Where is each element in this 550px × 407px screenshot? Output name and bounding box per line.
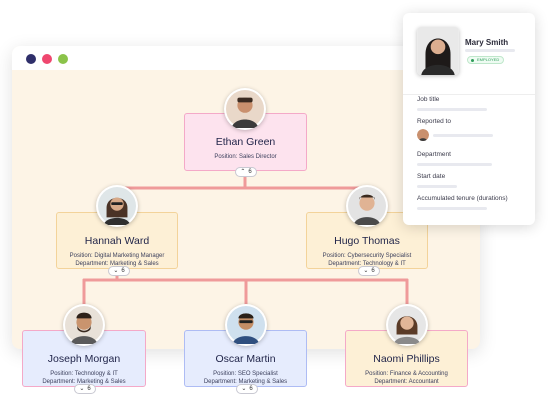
minimize-window-dot[interactable] [42,54,52,64]
chevron-down-icon: ⌄ [79,386,85,392]
employee-department: Department: Accountant [374,379,439,385]
avatar-mary-smith [417,27,459,75]
reports-toggle-joseph[interactable]: ⌄ 6 [74,384,96,394]
avatar-oscar-martin [225,304,267,346]
status-badge: EMPLOYED [467,56,505,64]
employee-position: Position: Technology & IT [50,371,118,377]
field-value-placeholder [417,108,487,111]
employee-department: Department: Technology & IT [328,261,406,267]
field-label-start-date: Start date [417,173,446,180]
employee-position: Position: Cybersecurity Specialist [322,253,412,259]
avatar-hannah-ward [96,185,138,227]
window-titlebar [12,46,480,70]
employee-name: Hannah Ward [84,235,150,247]
avatar-joseph-morgan [63,304,105,346]
org-card-ethan-green[interactable]: Ethan Green Position: Sales Director [184,113,307,171]
employee-position: Position: Finance & Accounting [365,371,448,377]
employee-name: Naomi Phillips [373,353,440,365]
employee-position: Position: Sales Director [214,154,277,160]
reports-toggle-ethan[interactable]: ⌃ 6 [235,167,257,177]
reported-to-avatar [417,129,429,141]
employee-name: Joseph Morgan [47,353,121,365]
chevron-up-icon: ⌃ [240,169,246,175]
field-value-placeholder [417,207,487,210]
employee-name: Oscar Martin [215,353,276,365]
name-placeholder-bar [465,49,515,52]
employee-position: Position: SEO Specialist [213,371,278,377]
divider [403,94,535,95]
close-window-dot[interactable] [26,54,36,64]
employee-department: Department: Marketing & Sales [42,379,126,385]
field-label-department: Department [417,151,451,158]
field-label-accumulated-tenure: Accumulated tenure (durations) [417,195,508,202]
field-value-placeholder [433,134,493,137]
avatar-hugo-thomas [346,185,388,227]
reports-toggle-hannah[interactable]: ⌄ 6 [108,266,130,276]
employee-detail-panel: Mary Smith EMPLOYED Job title Reported t… [403,13,535,225]
reports-toggle-hugo[interactable]: ⌄ 6 [358,266,380,276]
avatar-naomi-phillips [386,304,428,346]
employee-name: Ethan Green [215,136,276,148]
chevron-down-icon: ⌄ [241,386,247,392]
employee-department: Department: Marketing & Sales [75,261,159,267]
field-value-placeholder [417,185,457,188]
chevron-down-icon: ⌄ [363,268,369,274]
chevron-down-icon: ⌄ [113,268,119,274]
employee-name: Mary Smith [465,38,509,47]
avatar-ethan-green [224,88,266,130]
employee-department: Department: Marketing & Sales [203,379,288,385]
employee-position: Position: Digital Marketing Manager [69,253,165,259]
reports-toggle-oscar[interactable]: ⌄ 6 [236,384,258,394]
field-label-reported-to: Reported to [417,118,451,125]
org-card-oscar-martin[interactable]: Oscar Martin Position: SEO Specialist De… [184,330,307,387]
employee-name: Hugo Thomas [334,235,400,247]
maximize-window-dot[interactable] [58,54,68,64]
field-label-job-title: Job title [417,96,440,103]
field-value-placeholder [417,163,492,166]
